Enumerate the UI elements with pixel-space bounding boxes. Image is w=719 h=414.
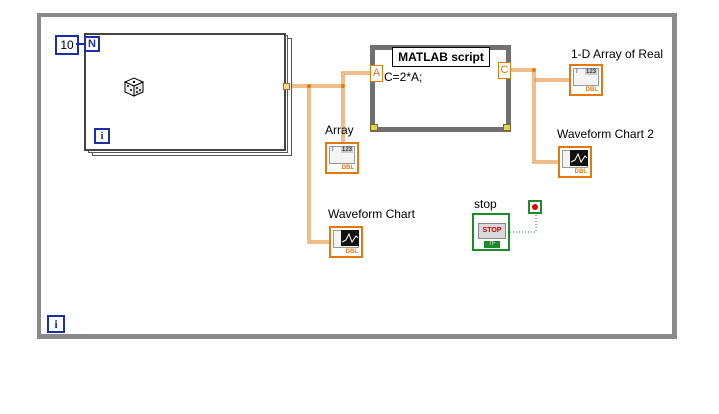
dbl-tag: DBL <box>574 169 587 175</box>
for-loop-output-tunnel[interactable] <box>283 83 290 90</box>
numeric-tag: 123 <box>585 69 598 75</box>
array-label: Array <box>325 123 354 137</box>
output-wire-to-waveform-chart-2-inner <box>533 70 558 163</box>
for-loop-frame[interactable] <box>84 33 286 151</box>
wire-junction <box>341 84 345 88</box>
error-in-terminal[interactable] <box>370 124 378 131</box>
count-terminal[interactable]: N <box>84 36 100 52</box>
1d-array-indicator-terminal[interactable]: I 123 DBL <box>569 64 603 96</box>
tf-tag: TF <box>484 241 500 248</box>
waveform-chart-terminal[interactable]: DBL <box>329 226 363 258</box>
script-input-port-a[interactable]: A <box>370 65 383 82</box>
for-loop-iteration-terminal: i <box>94 128 110 144</box>
while-loop-frame <box>37 13 677 339</box>
dice-icon[interactable] <box>122 74 146 98</box>
dbl-tag: DBL <box>341 165 354 171</box>
waveform-chart-label: Waveform Chart <box>328 207 415 221</box>
dbl-tag: DBL <box>345 249 358 255</box>
waveform-chart-2-terminal[interactable]: DBL <box>558 146 592 178</box>
stop-button-text: STOP <box>478 223 506 239</box>
matlab-script-title: MATLAB script <box>392 47 490 67</box>
matlab-script-code[interactable]: C=2*A; <box>384 70 423 84</box>
array-wire-to-script-inner <box>290 72 370 87</box>
loop-condition-terminal[interactable] <box>528 200 542 214</box>
1d-array-label: 1-D Array of Real <box>571 47 664 61</box>
array-indicator-terminal[interactable]: I 123 DBL <box>325 142 359 174</box>
wire-junction <box>532 68 536 72</box>
waveform-chart-2-label: Waveform Chart 2 <box>557 127 654 141</box>
array-wire-to-waveform-chart-inner <box>308 86 330 243</box>
stop-label: stop <box>474 197 497 211</box>
script-output-port-c[interactable]: C <box>498 62 511 79</box>
stop-if-true-icon <box>532 204 538 210</box>
numeric-tag: 123 <box>341 147 354 153</box>
wire-junction <box>307 84 311 88</box>
dbl-tag: DBL <box>585 87 598 93</box>
error-out-terminal[interactable] <box>503 124 511 131</box>
stop-control-terminal[interactable]: STOP TF <box>472 213 510 251</box>
while-loop-iteration-terminal: i <box>47 315 65 333</box>
loop-count-constant[interactable]: 10 <box>55 35 79 55</box>
